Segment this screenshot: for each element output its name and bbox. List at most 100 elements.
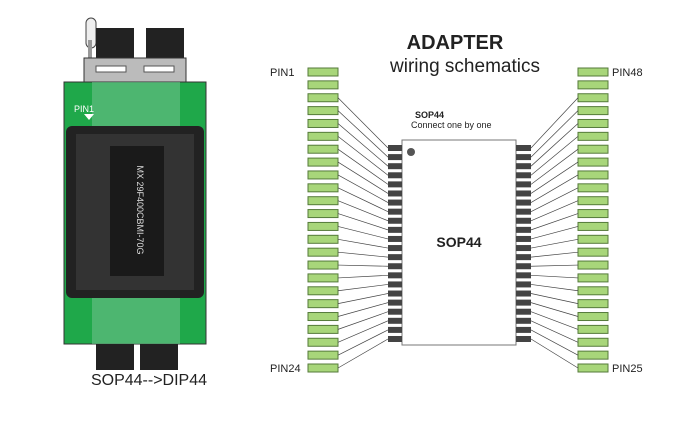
pad-left [307,118,339,128]
pad-left [307,286,339,296]
ic-pin-left [388,317,402,324]
wire-right [530,284,579,292]
pad-left [307,221,339,231]
ic-pin-right [516,281,531,288]
pad-right [577,144,609,154]
ic-pin-right [516,317,531,324]
ic-pin-left [388,326,402,333]
ic-note: Connect one by one [411,120,492,130]
wire-left [337,213,389,231]
wire-right [530,200,579,222]
ic-pin-right [516,181,531,188]
ic-pin-right [516,299,531,306]
ic-pin-left [388,235,402,242]
ic-pin-right [516,199,531,206]
wire-left [337,187,389,212]
wire-left [337,97,389,149]
pad-right [577,312,609,322]
wire-left [337,161,389,194]
ic-pin-right [516,226,531,233]
subtitle: wiring schematics [390,56,540,77]
ic-pin-left [388,172,402,179]
wire-left [337,264,389,267]
ic-pin-right [516,172,531,179]
ic-pin-left [388,272,402,279]
wire-right [530,251,579,258]
wire-left [337,238,389,249]
wire-left [337,136,389,176]
wire-right [530,264,579,267]
pad-left [307,363,339,373]
ic-pin-left [388,181,402,188]
ic-pin-right [516,217,531,224]
wire-right [530,123,579,167]
pad-left [307,324,339,334]
pad-right [577,131,609,141]
pad-right [577,170,609,180]
pad-right [577,363,609,373]
pad-right [577,209,609,219]
ic-pin-left [388,154,402,161]
pad-right [577,260,609,270]
adapter-board-photo: MX 29F400CBMI-70G [63,17,207,370]
ic-pin-left [388,281,402,288]
pin48-label: PIN48 [612,67,643,79]
pin24-label: PIN24 [270,363,301,375]
ic-pin-right [516,235,531,242]
ic-pin-left [388,190,402,197]
ic-pin-right [516,145,531,151]
wire-left [337,293,389,304]
pad-right [577,67,609,77]
wire-right [530,302,579,317]
pad-left [307,144,339,154]
ic-pin-left [388,263,402,270]
pad-right [577,183,609,193]
wire-right [530,187,579,212]
pad-left [307,183,339,193]
pad-left [307,67,339,77]
wire-left [337,302,389,317]
pin1-dot-icon [407,148,415,156]
pad-left [307,106,339,116]
ic-pin-left [388,299,402,306]
pad-left [307,273,339,283]
wire-right [530,136,579,176]
ic-body [401,139,517,346]
pad-right [577,196,609,206]
title: ADAPTER [406,32,504,54]
pad-right [577,324,609,334]
wire-left [337,200,389,222]
ic-pin-right [516,154,531,161]
ic-pin-right [516,208,531,215]
wire-left [337,251,389,258]
wire-right [530,174,579,203]
wire-left [337,284,389,292]
ic-pin-right [516,163,531,170]
pad-right [577,80,609,90]
pad-left [307,157,339,167]
wire-left [337,338,389,369]
pad-right [577,273,609,283]
pad-left [307,260,339,270]
ic-pin-left [388,217,402,224]
ic-pin-right [516,336,531,342]
ic-pin-right [516,290,531,297]
wire-right [530,213,579,231]
wire-right [530,320,579,343]
pin25-label: PIN25 [612,363,643,375]
pad-right [577,221,609,231]
ic-pin-left [388,226,402,233]
caption: SOP44-->DIP44 [90,372,208,389]
pad-right [577,234,609,244]
pad-left [307,80,339,90]
wire-left [337,148,389,185]
wire-right [530,338,579,369]
pad-right [577,337,609,347]
pad-right [577,157,609,167]
ic-pin-left [388,199,402,206]
pad-left [307,299,339,309]
pad-left [307,131,339,141]
ic-name: SOP44 [436,234,482,250]
wire-left [337,174,389,203]
